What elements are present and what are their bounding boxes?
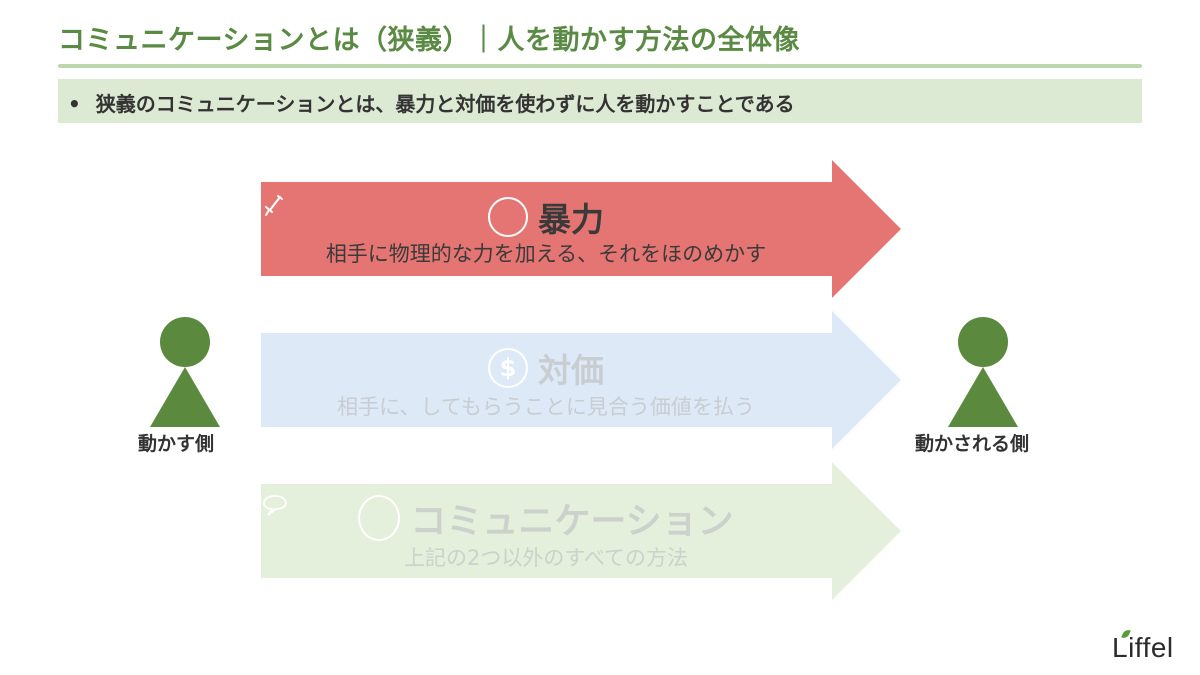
arrow-title: コミュニケーション bbox=[410, 501, 734, 542]
speech-bubble-icon bbox=[263, 495, 401, 541]
brand-logo: Liffel bbox=[1112, 628, 1174, 664]
dollar-icon: $ bbox=[488, 348, 528, 388]
arrow-heading: 暴力 bbox=[261, 193, 831, 241]
arrow-description: 相手に物理的な力を加える、それをほのめかす bbox=[325, 242, 767, 266]
arrow-shape bbox=[261, 160, 901, 298]
arrow-shape bbox=[261, 462, 901, 600]
arrow-shape bbox=[261, 311, 901, 449]
arrow-communication: コミュニケーション 上記の2つ以外のすべての方法 bbox=[261, 462, 901, 602]
summary-sentence: 狭義のコミュニケーションとは、暴力と対価を使わずに人を動かすことである bbox=[95, 92, 795, 116]
arrow-violence: 暴力 相手に物理的な力を加える、それをほのめかす bbox=[261, 160, 901, 300]
person-head-icon bbox=[958, 317, 1008, 367]
arrow-title: 対価 bbox=[538, 351, 604, 390]
summary-text: • 狭義のコミュニケーションとは、暴力と対価を使わずに人を動かすことである bbox=[68, 88, 795, 117]
mover-label: 動かす側 bbox=[138, 433, 215, 455]
arrow-heading: $ 対価 bbox=[261, 344, 831, 392]
moved-label: 動かされる側 bbox=[915, 433, 1030, 455]
person-body-icon bbox=[150, 367, 220, 427]
summary-box: • 狭義のコミュニケーションとは、暴力と対価を使わずに人を動かすことである bbox=[58, 79, 1142, 123]
arrow-compensation: $ 対価 相手に、してもらうことに見合う価値を払う bbox=[261, 311, 901, 451]
arrow-description: 相手に、してもらうことに見合う価値を払う bbox=[337, 395, 755, 419]
person-body-icon bbox=[948, 367, 1018, 427]
arrow-heading: コミュニケーション bbox=[261, 492, 831, 544]
arrow-description: 上記の2つ以外のすべての方法 bbox=[403, 546, 689, 570]
page-title: コミュニケーションとは（狭義）｜人を動かす方法の全体像 bbox=[58, 25, 800, 56]
sword-icon bbox=[265, 195, 528, 237]
title-divider bbox=[58, 64, 1142, 68]
person-head-icon bbox=[160, 317, 210, 367]
arrow-title: 暴力 bbox=[538, 200, 604, 239]
bullet-marker: • bbox=[68, 92, 81, 116]
